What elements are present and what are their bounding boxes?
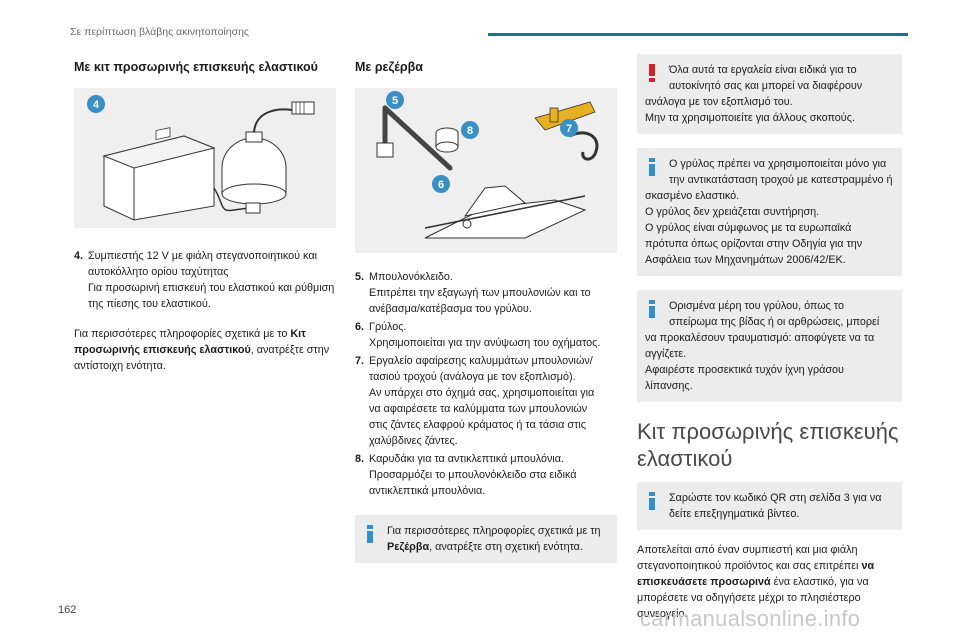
callout-badge <box>87 95 105 113</box>
info-icon <box>365 525 375 548</box>
callout-badge <box>461 121 479 139</box>
column-notes: Όλα αυτά τα εργαλεία είναι ειδικά για το… <box>637 54 902 622</box>
tools-illustration: 5 6 7 8 <box>355 88 617 253</box>
column-spare-wheel: Με ρεζέρβα 5 6 <box>355 60 617 563</box>
column-tyre-repair-kit: Με κιτ προσωρινής επισκευής ελαστικού <box>74 60 336 374</box>
list-item: 6. Γρύλος. Χρησιμοποιείται για την ανύψω… <box>355 321 601 349</box>
info-icon <box>647 158 657 181</box>
info-icon <box>647 300 657 323</box>
svg-text:5: 5 <box>392 95 398 107</box>
header-accent-bar <box>488 33 908 36</box>
list-item: 8. Καρυδάκι για τα αντικλεπτικά μπουλόνι… <box>355 453 577 497</box>
watermark: carmanualsonline.info <box>640 606 861 631</box>
see-also-paragraph: Για περισσότερες πληροφορίες σχετικά με … <box>74 328 330 372</box>
page-number: 162 <box>58 604 77 616</box>
tools-drawing: 5 6 7 8 <box>376 91 599 239</box>
info-note: Ορισμένα μέρη του γρύλου, όπως το σπείρω… <box>637 290 902 402</box>
callout-badge <box>432 175 450 193</box>
compressor-illustration: 4 <box>74 88 336 228</box>
callout-badge-label: 4 <box>93 99 100 111</box>
list-item: 4. Συμπιεστής 12 V με φιάλη στεγανοποιητ… <box>74 250 335 310</box>
list-item: 5. Μπουλονόκλειδο. Επιτρέπει την εξαγωγή… <box>355 271 591 315</box>
callout-badge <box>386 91 404 109</box>
description-paragraph: Αποτελείται από έναν συμπιεστή και μια φ… <box>637 544 875 620</box>
info-note: Σαρώστε τον κωδικό QR στη σελίδα 3 για ν… <box>637 482 902 530</box>
svg-text:7: 7 <box>566 123 572 135</box>
list-item: 7. Εργαλείο αφαίρεσης καλυμμάτων μπουλον… <box>355 355 595 447</box>
warning-icon <box>647 64 657 87</box>
warning-note: Όλα αυτά τα εργαλεία είναι ειδικά για το… <box>637 54 902 134</box>
running-header: Σε περίπτωση βλάβης ακινητοποίησης <box>70 26 249 38</box>
callout-badge <box>560 119 578 137</box>
compressor-drawing: 4 <box>87 95 315 221</box>
section-title: Με κιτ προσωρινής επισκευής ελαστικού <box>74 60 318 74</box>
svg-text:6: 6 <box>438 179 444 191</box>
info-note: Για περισσότερες πληροφορίες σχετικά με … <box>355 515 617 563</box>
section-heading: Κιτ προσωρινής επισκευής ελαστικού <box>637 419 899 471</box>
section-title: Με ρεζέρβα <box>355 60 423 74</box>
svg-text:8: 8 <box>467 125 473 137</box>
info-icon <box>647 492 657 515</box>
info-note: Ο γρύλος πρέπει να χρησιμοποιείται μόνο … <box>637 148 902 276</box>
